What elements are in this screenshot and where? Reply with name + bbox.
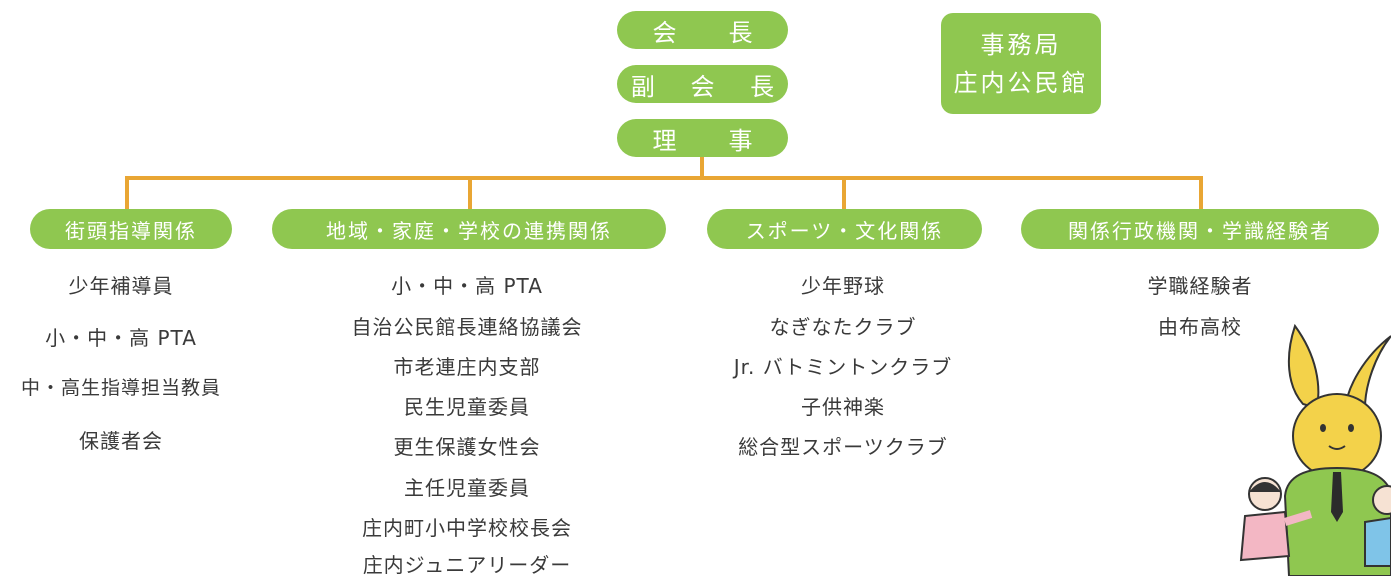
vice-chairman-box: 副 会 長 (617, 65, 788, 103)
mascot-illustration (1239, 323, 1391, 576)
connector-horizontal (125, 176, 1203, 180)
category-administration: 関係行政機関・学識経験者 (1021, 209, 1379, 249)
secretariat-box: 事務局 庄内公民館 (941, 13, 1101, 114)
list-item: 自治公民館長連絡協議会 (351, 315, 583, 339)
list-item: 更生保護女性会 (393, 435, 541, 459)
list-item: 少年補導員 (68, 274, 174, 298)
list-item: 学職経験者 (1147, 274, 1253, 298)
list-item: 庄内ジュニアリーダー (362, 553, 572, 577)
category-street-guidance: 街頭指導関係 (30, 209, 232, 249)
connector-drop-4 (1199, 176, 1203, 210)
list-item: Jr. バトミントンクラブ (733, 355, 953, 379)
category-sports-culture: スポーツ・文化関係 (707, 209, 982, 249)
connector-drop-1 (125, 176, 129, 210)
list-item: 主任児童委員 (404, 476, 530, 500)
list-item: 少年野球 (801, 274, 885, 298)
list-item: 子供神楽 (801, 395, 885, 419)
list-item: 中・高生指導担当教員 (20, 377, 221, 399)
list-item: なぎなたクラブ (769, 315, 917, 339)
secretariat-location: 庄内公民館 (953, 68, 1089, 97)
category-community-school: 地域・家庭・学校の連携関係 (272, 209, 666, 249)
list-item: 由布高校 (1158, 315, 1242, 339)
director-box: 理 事 (617, 119, 788, 157)
connector-drop-3 (842, 176, 846, 210)
list-item: 民生児童委員 (404, 395, 530, 419)
secretariat-label: 事務局 (980, 30, 1062, 59)
connector-trunk (700, 157, 704, 179)
list-item: 小・中・高 PTA (45, 326, 197, 350)
list-item: 市老連庄内支部 (393, 355, 541, 379)
chairman-box: 会 長 (617, 11, 788, 49)
list-item: 保護者会 (79, 429, 163, 453)
list-item: 庄内町小中学校校長会 (362, 516, 572, 540)
list-item: 総合型スポーツクラブ (738, 435, 948, 459)
connector-drop-2 (468, 176, 472, 210)
list-item: 小・中・高 PTA (391, 274, 543, 298)
